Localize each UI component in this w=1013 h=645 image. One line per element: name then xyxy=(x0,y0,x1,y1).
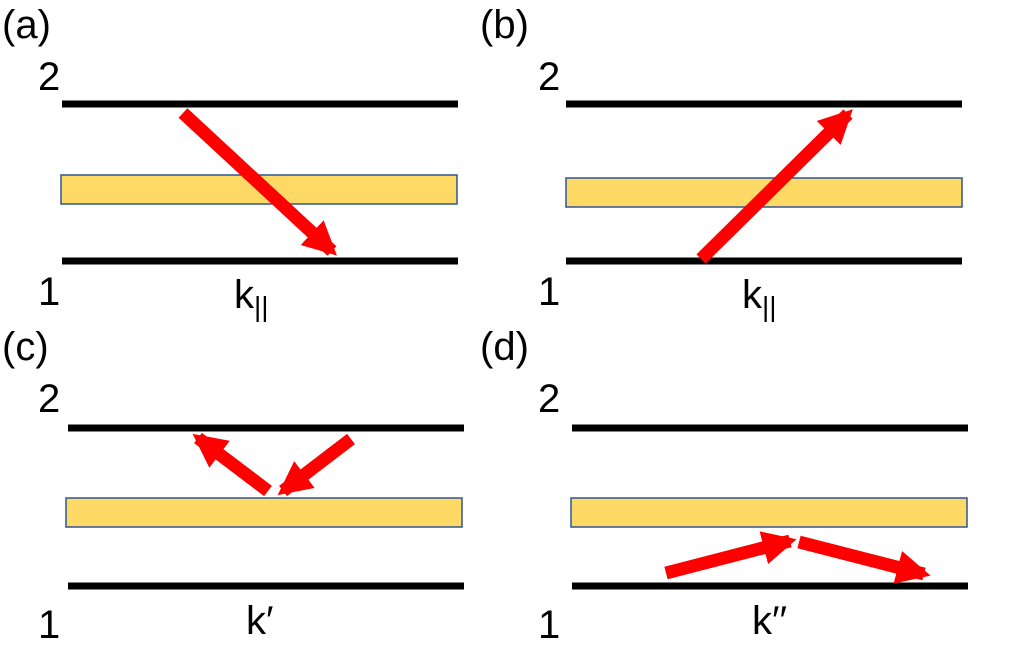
arrow-b xyxy=(696,109,853,264)
arrow-d-outgoing xyxy=(797,535,931,584)
k-label-b: k|| xyxy=(742,273,777,322)
panel-label-b: (b) xyxy=(480,3,529,47)
k-label-d: k′′ xyxy=(752,599,787,643)
arrow-c-reflected xyxy=(192,432,272,497)
k-sub-b: || xyxy=(762,291,777,322)
level-label-bottom-a: 1 xyxy=(38,270,60,314)
k-label-c: k′ xyxy=(246,599,274,643)
level-label-bottom-d: 1 xyxy=(538,603,560,645)
level-label-top-d: 2 xyxy=(538,377,560,421)
k-main-b: k xyxy=(742,273,763,317)
level-label-bottom-b: 1 xyxy=(538,270,560,314)
k-label-a: k|| xyxy=(234,273,269,322)
panel-d: (d) 2 1 k′′ xyxy=(480,325,968,645)
level-label-top-a: 2 xyxy=(38,55,60,99)
level-label-bottom-c: 1 xyxy=(38,603,60,645)
slab-d xyxy=(570,497,968,528)
arrow-d-incoming xyxy=(664,531,797,580)
level-label-top-b: 2 xyxy=(538,55,560,99)
panel-label-d: (d) xyxy=(480,325,529,369)
slab-c xyxy=(65,497,463,528)
arrow-a xyxy=(178,108,337,256)
arrow-c-incoming xyxy=(277,433,355,497)
panel-c: (c) 2 1 k′ xyxy=(2,325,464,645)
k-main-a: k xyxy=(234,273,255,317)
panel-label-c: (c) xyxy=(2,325,49,369)
panel-b: (b) 2 1 k|| xyxy=(480,3,963,322)
level-label-top-c: 2 xyxy=(38,377,60,421)
panel-a: (a) 2 1 k|| xyxy=(2,3,458,322)
k-sub-a: || xyxy=(254,291,269,322)
panel-label-a: (a) xyxy=(2,3,51,47)
